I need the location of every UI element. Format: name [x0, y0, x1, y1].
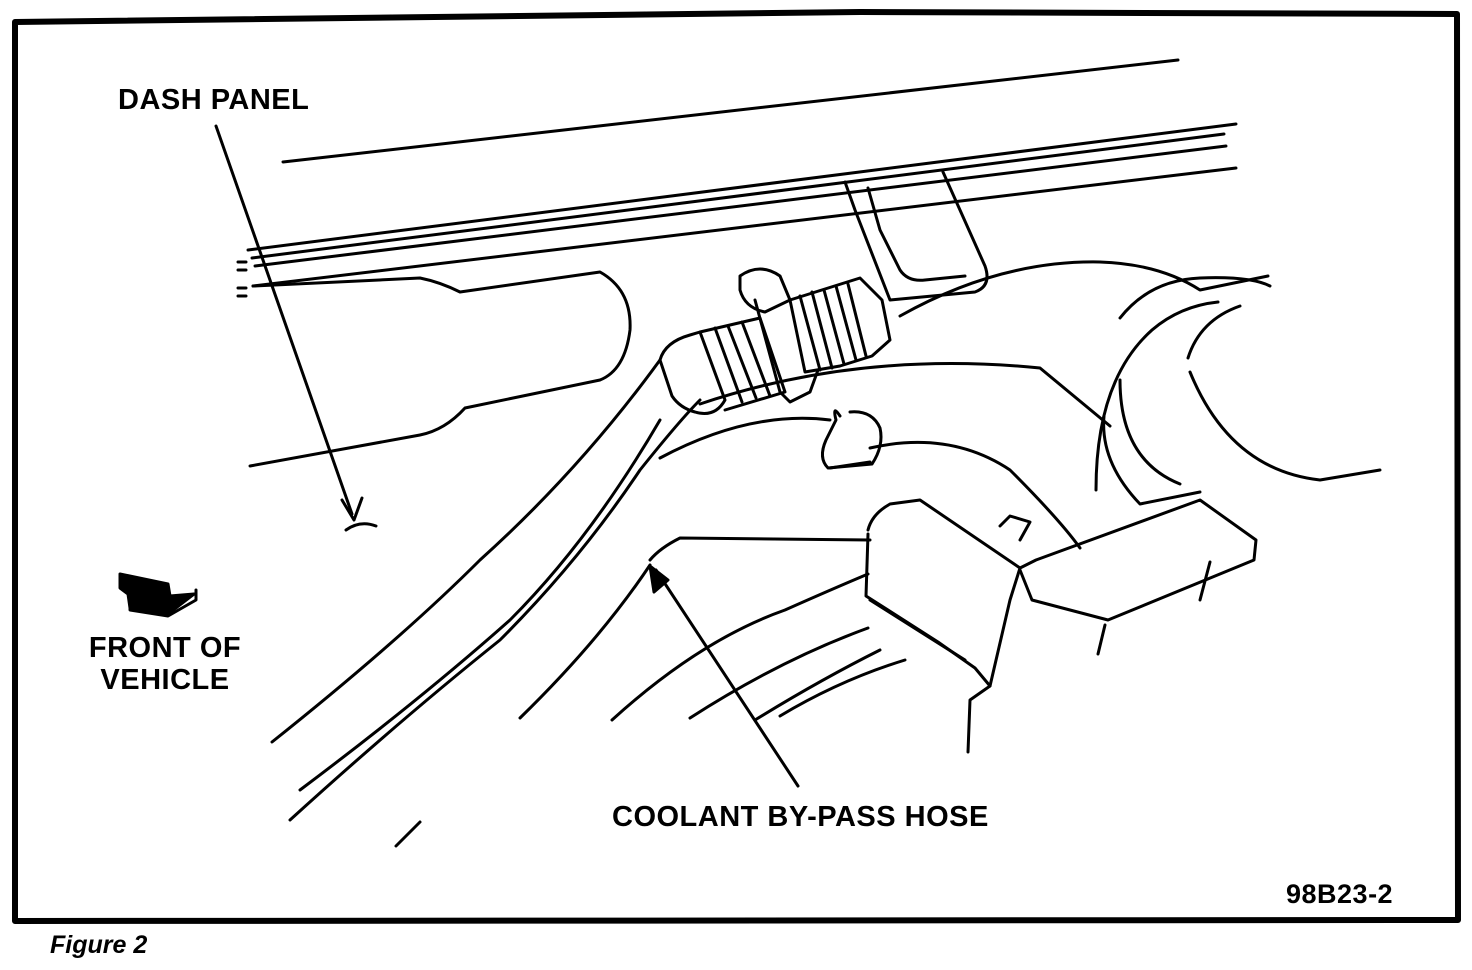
hose-clamp	[658, 267, 892, 415]
air-cleaner	[1094, 276, 1382, 506]
front-arrow-icon	[118, 572, 198, 618]
figure-caption: Figure 2	[50, 931, 148, 959]
coolant-hose-label: COOLANT BY-PASS HOSE	[612, 801, 989, 833]
front-line-1: FRONT OF	[88, 632, 242, 664]
front-of-vehicle-label: FRONT OF VEHICLE	[70, 632, 260, 696]
cowl-lines	[236, 58, 1238, 298]
figure-border	[12, 9, 1461, 924]
dash-panel-arrow	[214, 124, 378, 532]
dash-panel-label: DASH PANEL	[118, 84, 310, 116]
cowl-bracket	[843, 170, 989, 302]
engine-parts	[518, 260, 1270, 754]
dash-grommet	[248, 270, 632, 468]
coolant-hose	[270, 358, 702, 848]
hose-arrow	[648, 564, 800, 788]
front-line-2: VEHICLE	[100, 664, 230, 696]
figure-code: 98B23-2	[1286, 879, 1394, 909]
